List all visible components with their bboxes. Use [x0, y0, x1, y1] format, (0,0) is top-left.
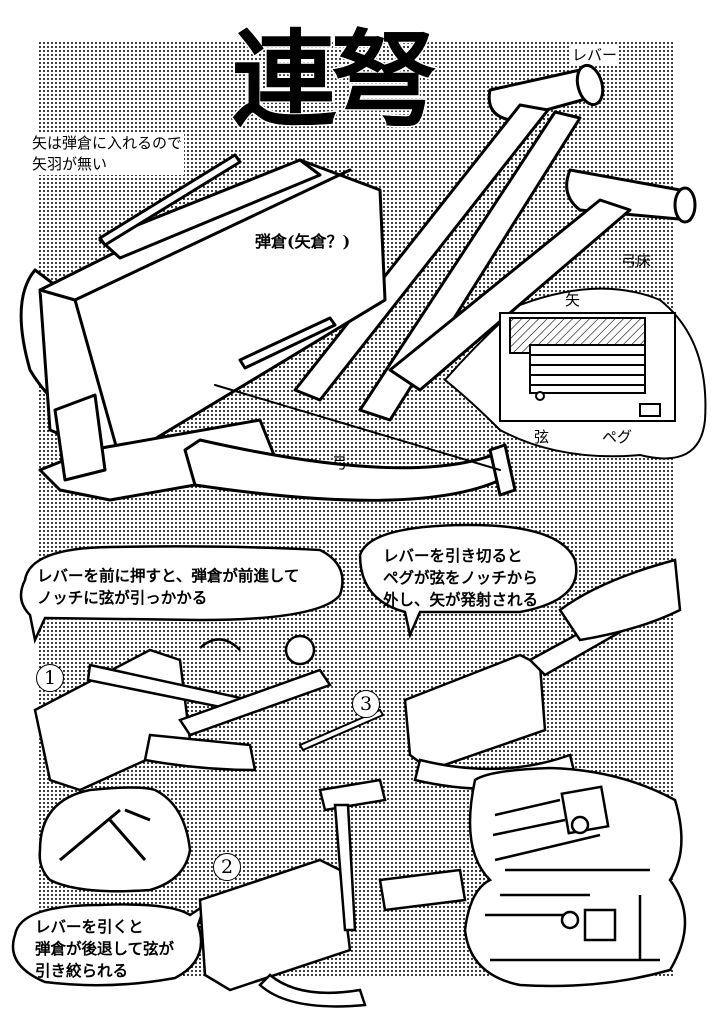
step-2-line: 引き絞られる [35, 962, 129, 980]
step-3-text: レバーを引き切ると ペグが弦をノッチから 外し、矢が発射される [383, 545, 538, 611]
inset-cross-section [443, 287, 707, 460]
step-3-line: レバーを引き切ると [383, 547, 523, 565]
stock-arm [388, 198, 632, 392]
step-2-line: 弾倉が後退して弦が [35, 940, 175, 958]
step-1-line: レバーを前に押すと、弾倉が前進して [37, 567, 300, 585]
label-inset-arrow: 矢 [565, 291, 581, 309]
speech-bubble-2 [11, 901, 208, 987]
zoom-bubble-3 [463, 766, 687, 988]
loose-arrow [98, 153, 242, 247]
step-1-number: 1 [36, 664, 64, 692]
page-title: 連弩 [230, 19, 437, 141]
step-2-crossbow [198, 778, 467, 1008]
zoom-bubble-1 [38, 786, 192, 893]
loose-arrow-small [298, 708, 385, 752]
lever-arm [358, 110, 582, 422]
step-1-line: ノッチに弦が引っかかる [37, 589, 208, 607]
step-2-text: レバーを引くと 弾倉が後退して弦が 引き絞られる [35, 916, 174, 982]
step-3-number: 3 [352, 690, 380, 718]
label-stock: 弓床 [621, 252, 652, 270]
bow-string [214, 384, 501, 471]
step-2-line: レバーを引くと [35, 918, 144, 936]
label-inset-string: 弦 [534, 428, 550, 446]
label-arrow-note: 矢は弾倉に入れるので 矢羽が無い [30, 133, 185, 175]
step-3-line: ペグが弦をノッチから [383, 569, 538, 587]
speech-bubble-3 [358, 523, 578, 640]
step-2-number: 2 [213, 853, 241, 881]
step-1-crossbow [33, 634, 332, 792]
label-inset-peg: ペグ [602, 428, 633, 446]
speech-bubble-1 [19, 545, 344, 645]
step-3-line: 外し、矢が発射される [383, 591, 539, 609]
label-bow: 弓 [332, 454, 348, 472]
label-magazine: 弾倉(矢倉？) [255, 232, 351, 251]
front-block [53, 393, 107, 482]
label-arrow-note-line2: 矢羽が無い [32, 155, 108, 173]
label-arrow-note-line1: 矢は弾倉に入れるので [32, 134, 183, 152]
step-1-text: レバーを前に押すと、弾倉が前進して ノッチに弦が引っかかる [37, 565, 299, 609]
label-lever: レバー [570, 46, 620, 64]
